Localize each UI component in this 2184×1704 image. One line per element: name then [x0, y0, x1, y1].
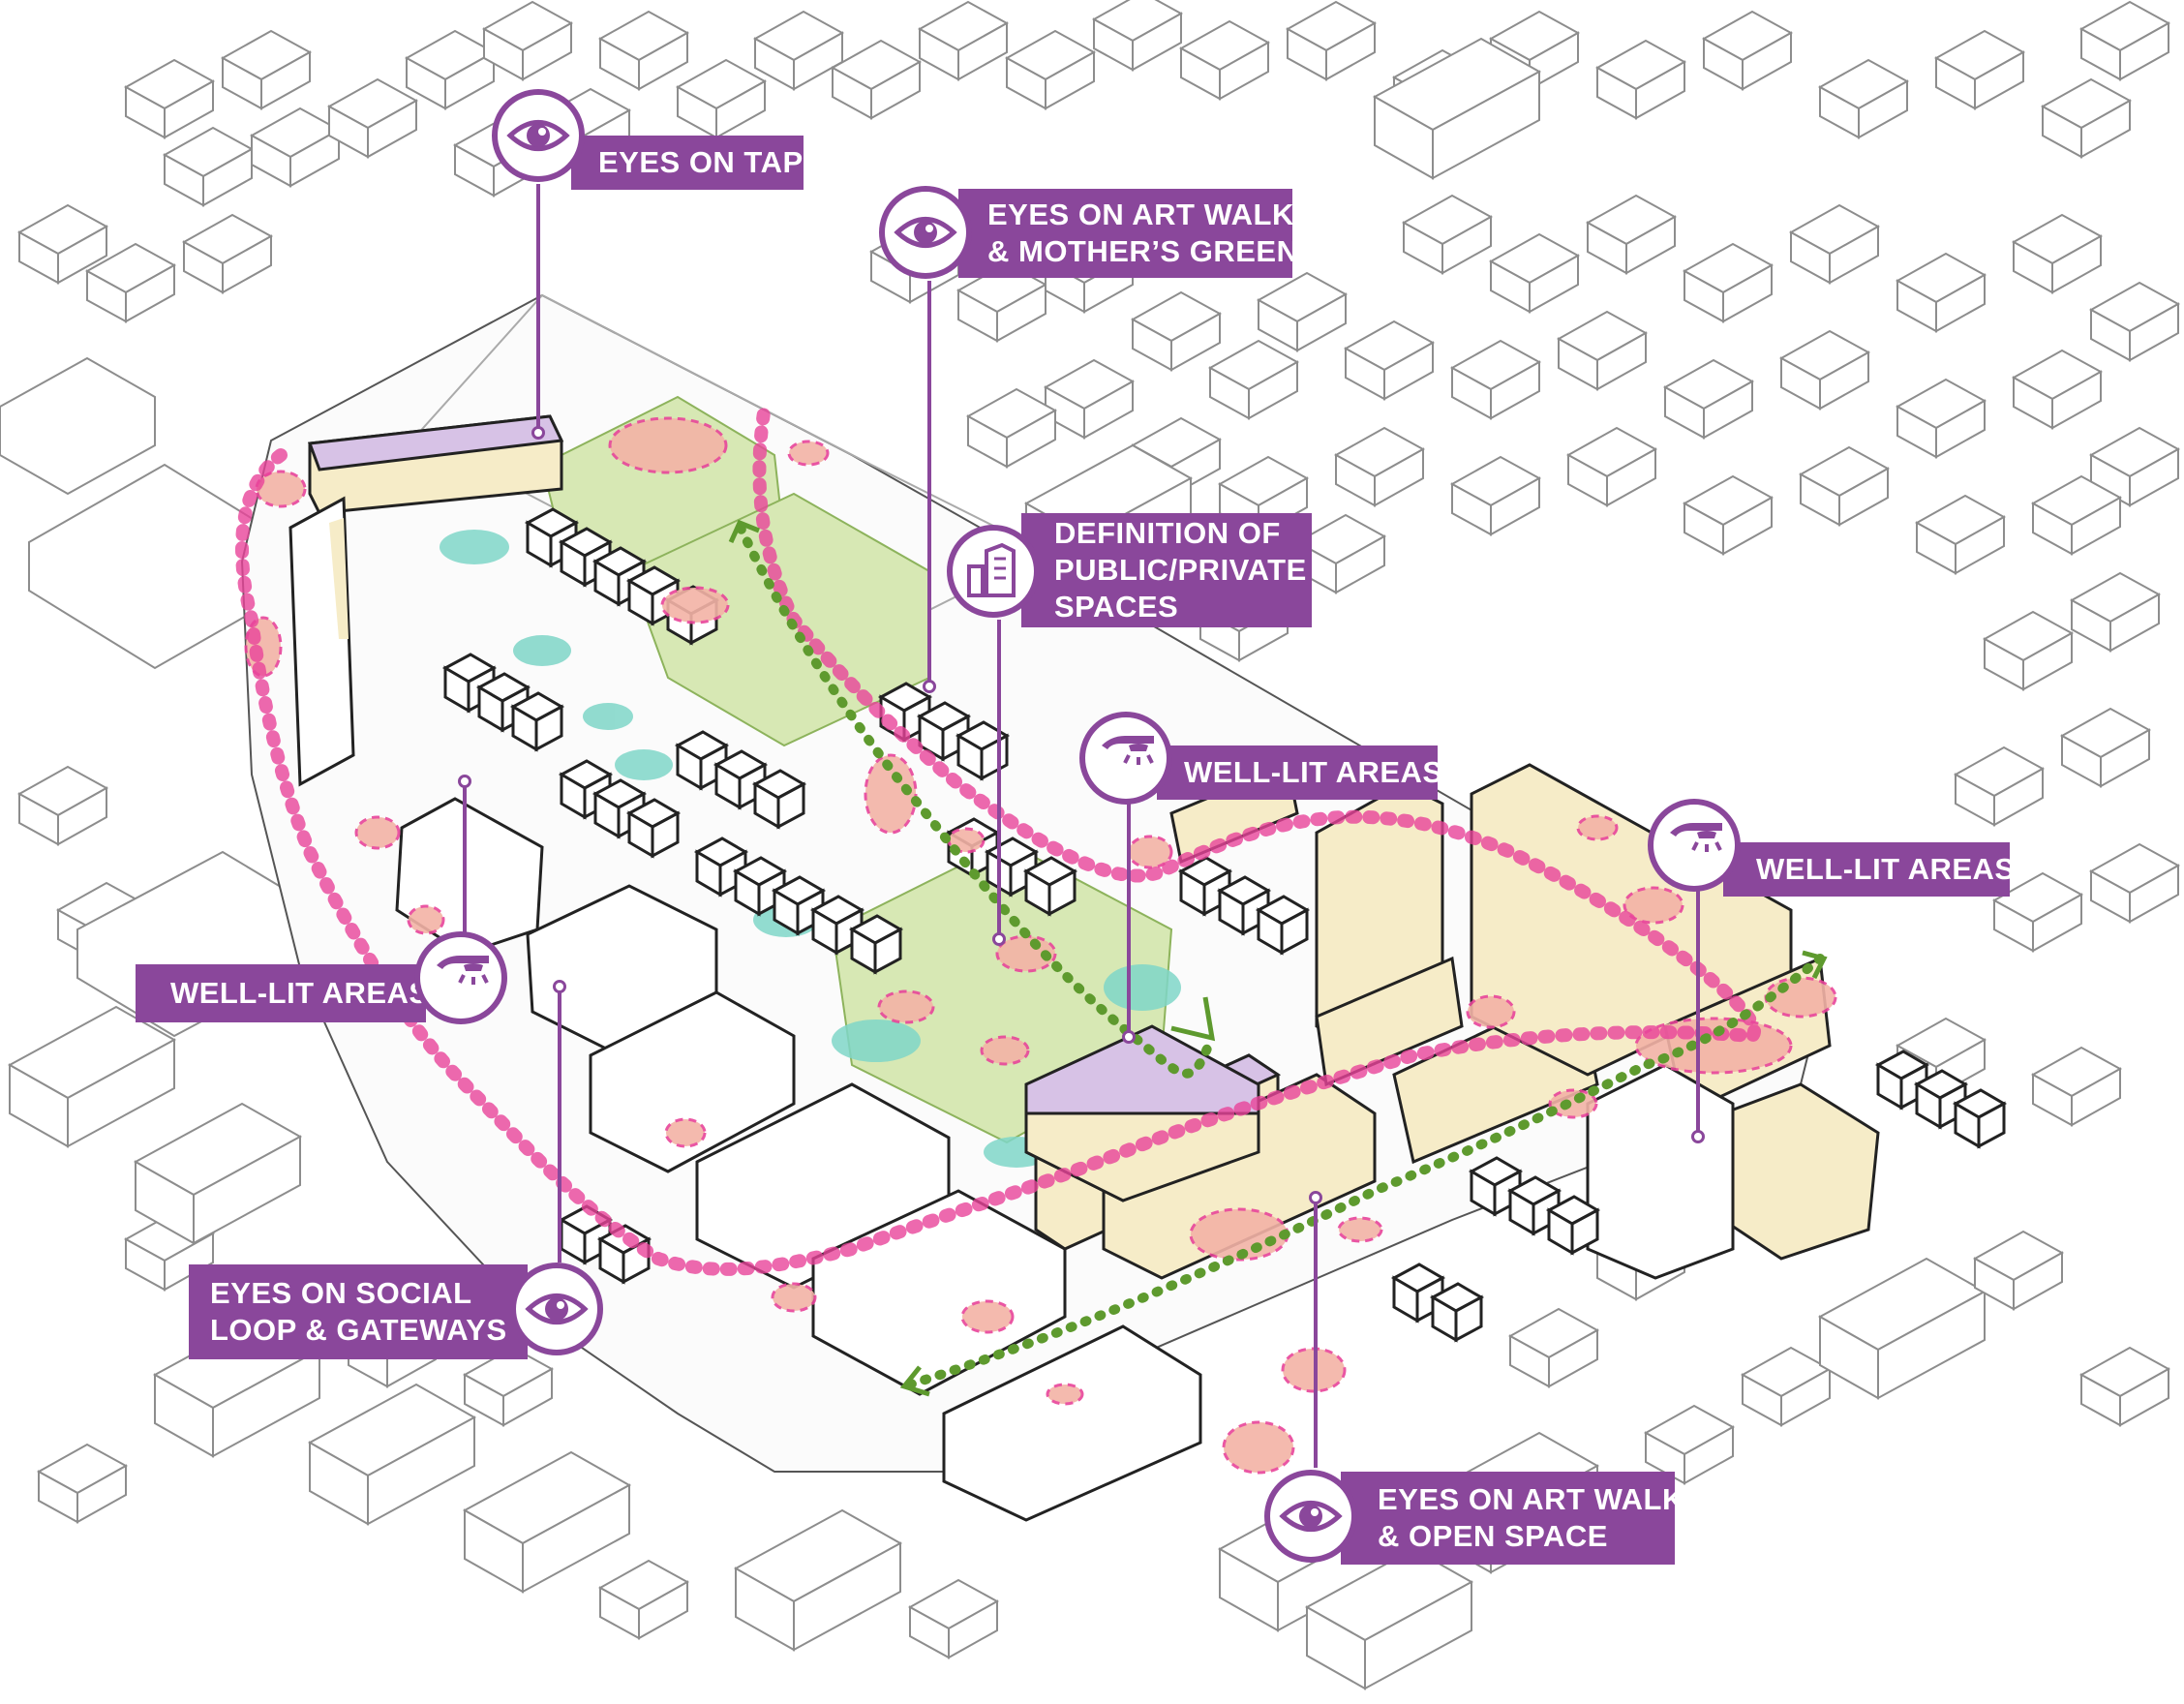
label-line: & MOTHER’S GREEN	[987, 234, 1299, 268]
callout-label: EYES ON SOCIAL LOOP & GATEWAYS	[189, 1264, 528, 1359]
streetlight-icon	[414, 931, 507, 1024]
leader-line	[927, 281, 931, 687]
label-line: LOOP & GATEWAYS	[210, 1313, 507, 1347]
leader-dot	[553, 980, 566, 993]
eye-icon	[1264, 1470, 1357, 1563]
label-line: DEFINITION OF	[1054, 516, 1281, 550]
callout-label: WELL-LIT AREAS	[136, 964, 430, 1022]
leader-line	[1127, 804, 1131, 1036]
eye-icon	[879, 186, 972, 279]
leader-line	[558, 991, 561, 1263]
label-line: WELL-LIT AREAS	[1756, 852, 2016, 886]
eye-icon	[510, 1263, 603, 1355]
label-line: EYES ON ART WALK	[1378, 1482, 1684, 1516]
label-line: EYES ON TAP	[598, 145, 804, 179]
eye-icon	[492, 89, 585, 182]
leader-line	[997, 620, 1001, 939]
label-line: EYES ON ART WALK	[987, 198, 1294, 231]
social-loop	[235, 400, 1761, 1276]
callout-label: WELL-LIT AREAS	[1157, 746, 1443, 800]
leader-line	[463, 786, 467, 941]
leader-dot	[923, 680, 936, 693]
streetlight-icon	[1648, 799, 1741, 892]
leader-dot	[1309, 1191, 1322, 1204]
leader-dot	[1691, 1130, 1705, 1143]
callout-label: DEFINITION OF PUBLIC/PRIVATE SPACES	[1021, 513, 1312, 627]
teal-plazas	[440, 530, 1181, 1168]
leader-line	[536, 184, 540, 434]
leader-dot	[531, 426, 545, 440]
buildings-icon	[947, 525, 1040, 618]
leader-line	[1696, 889, 1700, 1136]
label-line: & OPEN SPACE	[1378, 1519, 1608, 1553]
label-line: SPACES	[1054, 590, 1179, 624]
leader-line	[1314, 1197, 1318, 1468]
leader-dot	[992, 932, 1006, 946]
callout-label: EYES ON TAP	[571, 136, 804, 190]
label-line: WELL-LIT AREAS	[1184, 755, 1443, 789]
leader-dot	[458, 775, 471, 788]
label-line: EYES ON SOCIAL	[210, 1276, 472, 1310]
leader-dot	[1122, 1030, 1136, 1044]
callout-label: EYES ON ART WALK & MOTHER’S GREEN	[958, 189, 1299, 278]
art-walk-path	[728, 519, 1828, 1397]
callout-label: EYES ON ART WALK & OPEN SPACE	[1341, 1472, 1684, 1565]
label-line: PUBLIC/PRIVATE	[1054, 553, 1307, 587]
label-line: WELL-LIT AREAS	[170, 976, 430, 1010]
streetlight-icon	[1079, 712, 1172, 805]
callout-label: WELL-LIT AREAS	[1723, 842, 2016, 897]
